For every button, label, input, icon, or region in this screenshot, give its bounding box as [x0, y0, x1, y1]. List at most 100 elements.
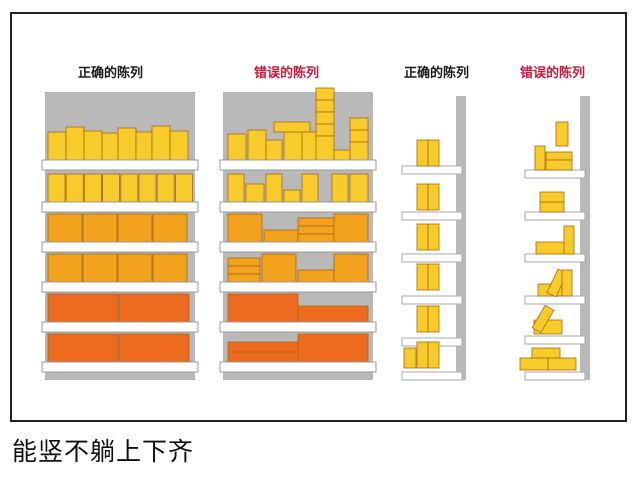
product-box — [427, 183, 440, 211]
product-box — [120, 173, 139, 203]
product-box — [416, 263, 429, 291]
label-correct-display-2: 正确的陈列 — [404, 66, 470, 81]
product-box — [82, 253, 118, 283]
side-shelf-board — [401, 253, 463, 263]
product-box — [118, 293, 190, 323]
product-box — [117, 213, 153, 243]
side-shelf-board — [401, 211, 463, 221]
product-box — [117, 253, 153, 283]
product-box — [84, 173, 102, 203]
side-shelf-board — [524, 371, 586, 381]
product-box — [519, 357, 549, 371]
product-box — [315, 87, 335, 101]
product-box — [416, 183, 429, 211]
product-box — [65, 126, 85, 161]
side-shelf-board — [524, 169, 586, 179]
product-box — [47, 213, 83, 243]
product-box — [265, 173, 283, 203]
product-box — [416, 139, 429, 167]
shelf-board — [41, 201, 199, 213]
product-box — [245, 183, 265, 203]
product-box — [416, 341, 429, 369]
side-shelf-3-upright — [456, 96, 466, 380]
product-box — [263, 229, 299, 243]
product-box — [156, 173, 175, 203]
product-box — [47, 253, 83, 283]
shelf-board — [41, 241, 199, 253]
label-correct-display-1: 正确的陈列 — [78, 66, 144, 81]
label-wrong-display-1: 错误的陈列 — [254, 66, 320, 81]
product-box — [297, 305, 369, 323]
product-box — [531, 347, 561, 359]
product-box — [169, 130, 189, 161]
product-box — [333, 253, 369, 283]
shelf-board — [219, 321, 377, 333]
product-box — [102, 173, 120, 203]
side-shelf-board — [401, 295, 463, 305]
product-box — [416, 223, 429, 251]
product-box — [47, 333, 119, 363]
product-box — [545, 159, 573, 171]
product-box — [227, 173, 245, 203]
product-box — [283, 189, 301, 203]
side-shelf-board — [401, 165, 463, 175]
product-box — [152, 253, 188, 283]
product-box — [531, 304, 555, 334]
product-box — [555, 121, 569, 147]
product-box — [539, 191, 565, 203]
shelf-board — [219, 281, 377, 293]
product-box — [297, 333, 369, 363]
side-shelf-board — [401, 371, 463, 381]
side-shelf-board — [524, 253, 586, 263]
product-box — [297, 225, 335, 235]
product-box — [47, 173, 66, 203]
product-box — [227, 341, 299, 353]
product-box — [227, 265, 261, 275]
product-box — [47, 293, 119, 323]
product-box — [427, 341, 440, 369]
product-box — [118, 333, 190, 363]
product-box — [427, 139, 440, 167]
product-box — [331, 173, 349, 203]
side-shelf-board — [524, 211, 586, 221]
product-box — [117, 127, 137, 161]
product-box — [403, 347, 417, 369]
product-box — [349, 117, 369, 131]
product-box — [333, 149, 351, 161]
shelf-board — [219, 159, 377, 171]
product-box — [152, 213, 188, 243]
shelf-board — [41, 159, 199, 171]
product-box — [547, 357, 577, 371]
product-box — [247, 129, 267, 161]
product-box — [151, 125, 171, 161]
product-box — [227, 213, 263, 243]
product-box — [427, 305, 440, 333]
product-box — [283, 131, 303, 161]
side-shelf-board — [524, 335, 586, 345]
product-box — [101, 132, 119, 161]
product-box — [227, 133, 247, 161]
product-box — [297, 269, 335, 283]
shelf-board — [41, 321, 199, 333]
product-box — [227, 293, 299, 323]
shelf-board — [41, 361, 199, 373]
product-box — [563, 225, 575, 255]
product-box — [297, 233, 335, 243]
product-box — [65, 173, 84, 203]
product-box — [273, 121, 311, 133]
product-box — [174, 173, 193, 203]
side-shelf-board — [524, 295, 586, 305]
product-box — [427, 223, 440, 251]
product-box — [227, 351, 299, 363]
product-box — [416, 305, 429, 333]
product-box — [349, 173, 369, 203]
product-box — [333, 213, 369, 243]
shelf-board — [41, 281, 199, 293]
product-box — [135, 131, 153, 161]
product-box — [545, 151, 573, 161]
product-box — [315, 99, 335, 113]
product-box — [227, 273, 261, 283]
product-box — [534, 145, 546, 171]
product-box — [227, 257, 261, 267]
